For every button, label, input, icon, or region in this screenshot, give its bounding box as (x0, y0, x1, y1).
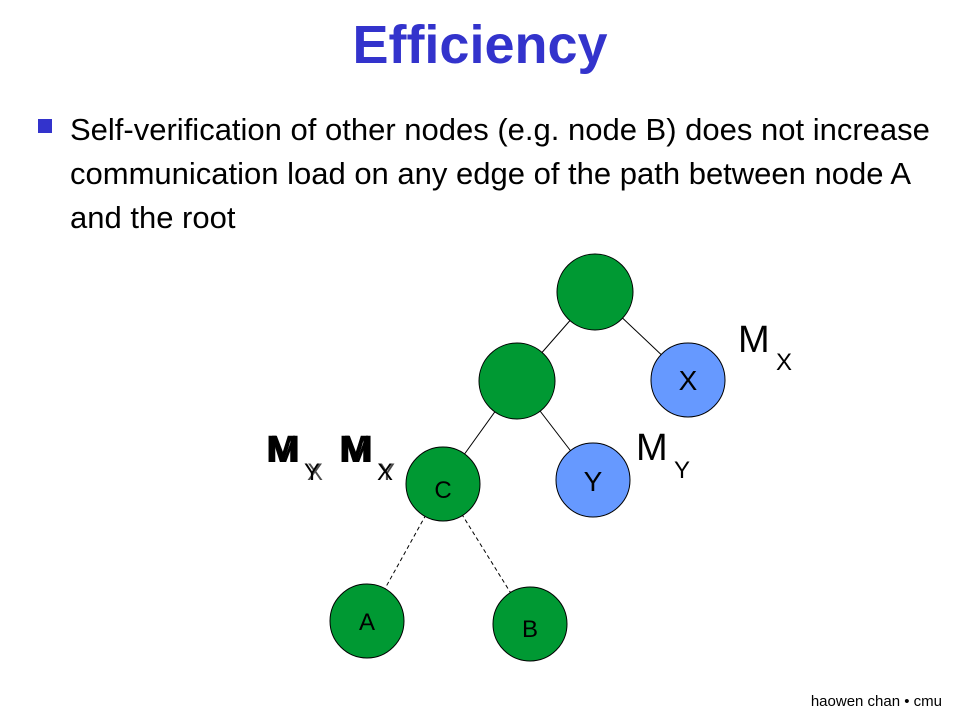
message-mx-left-subscript: X (377, 459, 393, 486)
edge-c-a (366, 483, 444, 622)
node-mid (478, 342, 556, 420)
message-mx-left-label-ghost: M (342, 429, 374, 471)
message-mx-left-subscript-ghost: Y (379, 459, 395, 486)
node-x (650, 342, 726, 418)
message-my-left-label-ghost: M (269, 429, 301, 471)
node-label-x: X (679, 365, 698, 396)
node-c (405, 446, 481, 522)
message-my-left-label: M (266, 429, 298, 471)
bullet-marker (38, 119, 52, 133)
bullet-text: Self-verification of other nodes (e.g. n… (70, 112, 930, 235)
message-my-left-subscript: Y (304, 459, 320, 486)
node-a (329, 583, 405, 659)
node-y (555, 442, 631, 518)
message-my-label: M (636, 427, 668, 469)
node-label-a: A (359, 609, 375, 636)
node-root (556, 253, 634, 331)
node-label-b: B (522, 616, 538, 643)
node-b (492, 586, 568, 662)
message-my-left-subscript-ghost: X (307, 459, 323, 486)
slide-title: Efficiency (352, 15, 608, 75)
node-label-y: Y (584, 466, 603, 497)
node-label-c: C (434, 477, 451, 504)
message-my-subscript: Y (674, 457, 690, 484)
message-mx-label: M (738, 319, 770, 361)
message-mx-subscript: X (776, 349, 792, 376)
footer-credit: haowen chan • cmu (810, 693, 942, 710)
message-mx-left-label: M (339, 429, 371, 471)
